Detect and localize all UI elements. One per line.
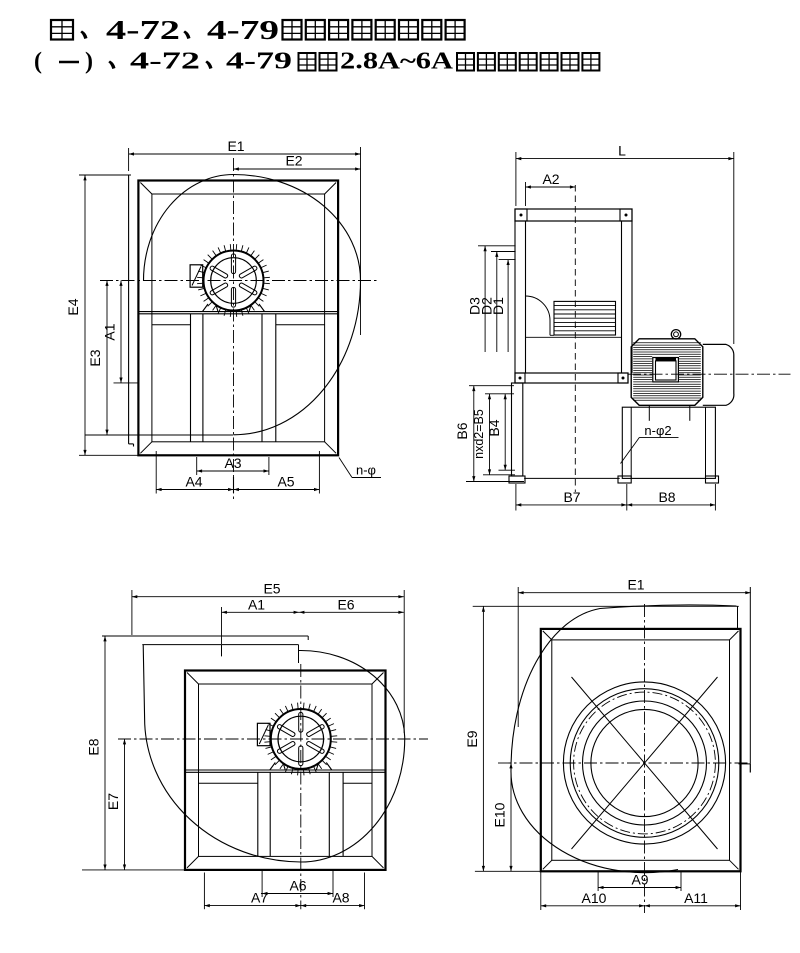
svg-text:4-79: 4-79	[226, 49, 292, 75]
svg-text:A8: A8	[332, 890, 349, 906]
svg-text:E1: E1	[627, 577, 644, 593]
svg-text:E10: E10	[492, 802, 508, 827]
svg-text:E3: E3	[87, 349, 103, 366]
svg-text:A3: A3	[224, 455, 241, 471]
svg-text:2.8A~6A: 2.8A~6A	[340, 49, 454, 75]
svg-text:A4: A4	[185, 474, 202, 490]
svg-text:E4: E4	[65, 298, 81, 315]
svg-text:D2: D2	[479, 297, 495, 315]
svg-text:A1: A1	[102, 323, 118, 340]
svg-text:n-φ2: n-φ2	[644, 423, 671, 438]
svg-text:E6: E6	[337, 596, 354, 612]
svg-text:A9: A9	[631, 872, 648, 888]
svg-text:A10: A10	[582, 890, 607, 906]
svg-text:4-72: 4-72	[130, 49, 200, 75]
svg-text:A6: A6	[289, 878, 306, 894]
svg-text:nxd2=B5: nxd2=B5	[472, 409, 486, 459]
svg-text:D3: D3	[467, 297, 483, 315]
svg-text:A2: A2	[542, 171, 559, 187]
svg-text:B6: B6	[454, 422, 470, 439]
svg-text:B8: B8	[658, 489, 675, 505]
svg-text:4-72: 4-72	[106, 15, 180, 45]
svg-text:): )	[85, 49, 93, 75]
svg-text:A5: A5	[277, 474, 294, 490]
svg-text:E8: E8	[86, 738, 102, 755]
svg-text:E5: E5	[263, 581, 280, 597]
svg-text:A11: A11	[684, 890, 708, 906]
svg-text:E7: E7	[105, 793, 121, 810]
svg-text:E9: E9	[464, 730, 480, 747]
svg-text:E2: E2	[285, 153, 302, 169]
svg-text:L: L	[618, 143, 626, 159]
svg-text:E1: E1	[227, 138, 244, 154]
svg-text:B7: B7	[563, 489, 580, 505]
svg-text:A1: A1	[248, 596, 265, 612]
svg-text:(: (	[34, 49, 42, 75]
svg-text:A7: A7	[251, 890, 268, 906]
svg-text:D1: D1	[490, 297, 506, 315]
svg-text:n-φ: n-φ	[356, 463, 376, 478]
svg-text:B4: B4	[486, 419, 502, 436]
svg-text:4-79: 4-79	[207, 15, 279, 45]
